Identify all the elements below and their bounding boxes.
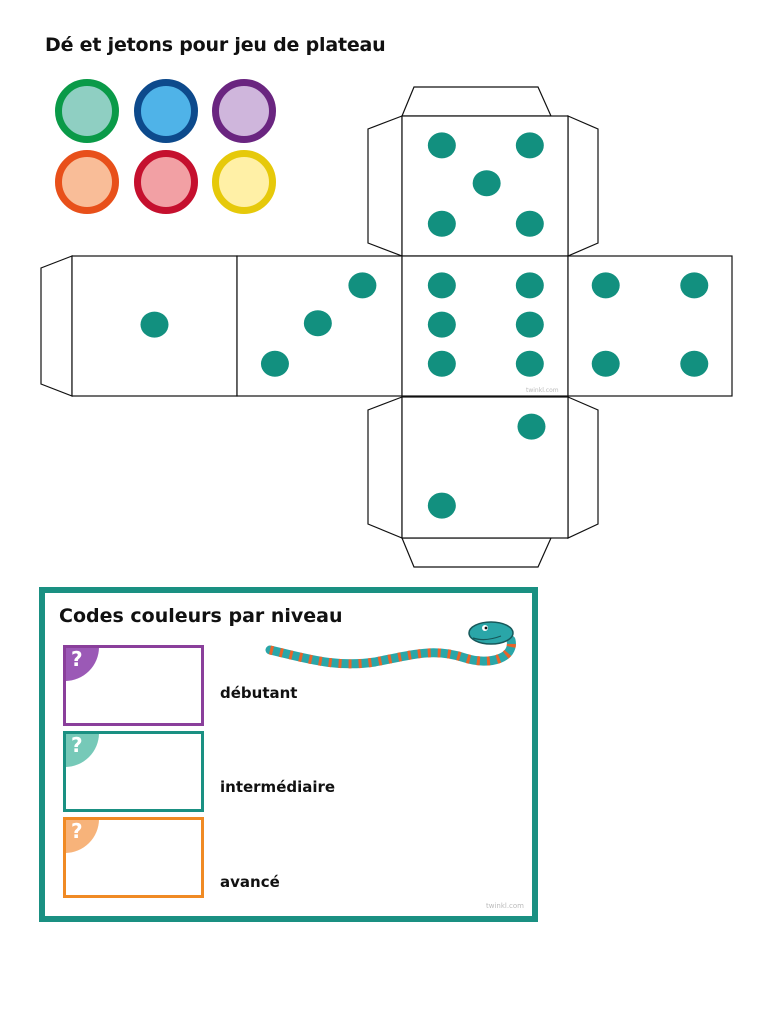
level-label-intermediate: intermédiaire [220,778,336,796]
glue-tab [367,396,403,539]
die-pip [427,132,456,159]
legend-watermark: twinkl.com [485,902,524,910]
level-card-advanced: ? [63,817,204,898]
glue-tab [567,115,599,257]
die-face-right [567,255,733,397]
glue-tab [40,255,73,397]
die-pip [427,492,456,519]
token-red [134,150,198,214]
question-badge-icon: ? [66,820,99,853]
token-purple [212,79,276,143]
question-badge-icon: ? [66,648,99,681]
die-pip [260,350,289,377]
die-pip [517,413,546,440]
token-blue [134,79,198,143]
die-pip [515,272,544,299]
die-pip [515,132,544,159]
die-watermark: twinkl.com [526,387,559,394]
legend-title: Codes couleurs par niveau [59,605,343,627]
question-badge-icon: ? [66,734,99,767]
die-pip [427,311,456,338]
glue-tab [567,396,599,539]
glue-tab [401,537,552,568]
die-net: twinkl.com [40,86,733,568]
die-pip [427,210,456,237]
snake-illustration [265,621,516,669]
glue-tab [401,86,552,117]
token-green [55,79,119,143]
die-pip [427,272,456,299]
token-yellow [212,150,276,214]
die-pip [680,350,709,377]
die-pip [472,170,501,197]
die-pip [515,350,544,377]
die-face-bottom [401,396,569,539]
die-pip [591,350,620,377]
die-pip [515,210,544,237]
color-code-legend: Codes couleurs par niveau ? débutant ? i… [39,587,538,922]
level-card-beginner: ? [63,645,204,726]
die-pip [348,272,377,299]
die-pip [140,311,169,338]
die-pip [515,311,544,338]
page-title: Dé et jetons pour jeu de plateau [45,34,386,56]
die-pip [680,272,709,299]
level-label-advanced: avancé [220,873,280,891]
token-orange [55,150,119,214]
level-label-beginner: débutant [220,684,298,702]
die-pip [427,350,456,377]
die-pip [591,272,620,299]
die-pip [303,310,332,337]
level-card-intermediate: ? [63,731,204,812]
glue-tab [367,115,403,257]
